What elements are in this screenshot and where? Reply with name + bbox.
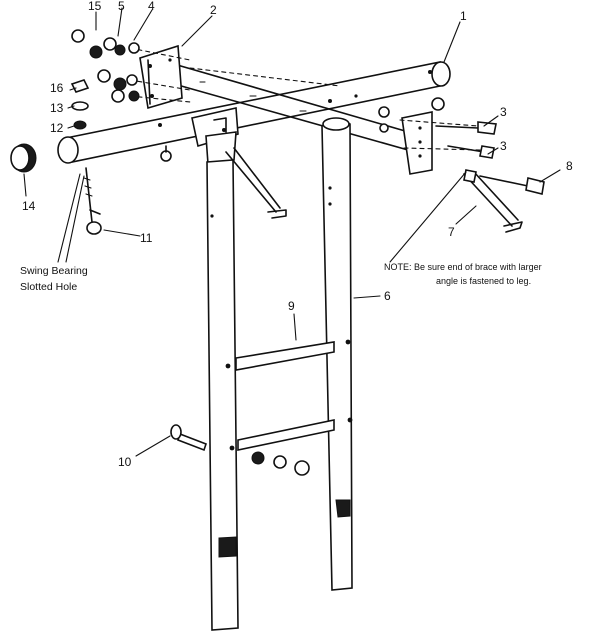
- rear-bracket: [139, 44, 183, 110]
- right-leg: [321, 117, 353, 591]
- rear-cross-tube: [159, 59, 413, 151]
- slotted-hole-label: Slotted Hole: [20, 281, 77, 293]
- brace-note-line1: NOTE: Be sure end of brace with larger: [384, 262, 542, 272]
- right-brace: [463, 169, 545, 233]
- callout-3b: 3: [500, 139, 507, 153]
- callout-10: 10: [118, 455, 132, 469]
- callout-1: 1: [460, 9, 467, 23]
- nut-washer-stack: [71, 29, 140, 103]
- ladder-rung: [235, 341, 335, 451]
- callout-6: 6: [384, 289, 391, 303]
- swing-hanger: [83, 145, 172, 235]
- callout-16: 16: [50, 81, 64, 95]
- end-cap: [10, 143, 37, 173]
- callout-2: 2: [210, 3, 217, 17]
- callout-5: 5: [118, 0, 125, 13]
- callout-7: 7: [448, 225, 455, 239]
- brace-note-line2: angle is fastened to leg.: [436, 276, 531, 286]
- clamp-hardware: [70, 79, 90, 130]
- callout-3a: 3: [500, 105, 507, 119]
- top-beam: [57, 61, 451, 164]
- center-fitting: [191, 107, 239, 165]
- dashed-bolt-paths-left: [129, 47, 341, 103]
- lower-bolt: [170, 424, 310, 476]
- callout-9: 9: [288, 299, 295, 313]
- right-bracket: [378, 97, 497, 175]
- left-brace: [225, 147, 287, 219]
- left-leg: [206, 159, 239, 631]
- callout-8: 8: [566, 159, 573, 173]
- leader-lines: [23, 7, 561, 457]
- callout-14: 14: [22, 199, 36, 213]
- callout-4: 4: [148, 0, 155, 13]
- swing-bearing-label: Swing Bearing: [20, 265, 88, 277]
- callout-13: 13: [50, 101, 64, 115]
- callout-12: 12: [50, 121, 64, 135]
- callout-15: 15: [88, 0, 102, 13]
- callout-11: 11: [140, 231, 153, 245]
